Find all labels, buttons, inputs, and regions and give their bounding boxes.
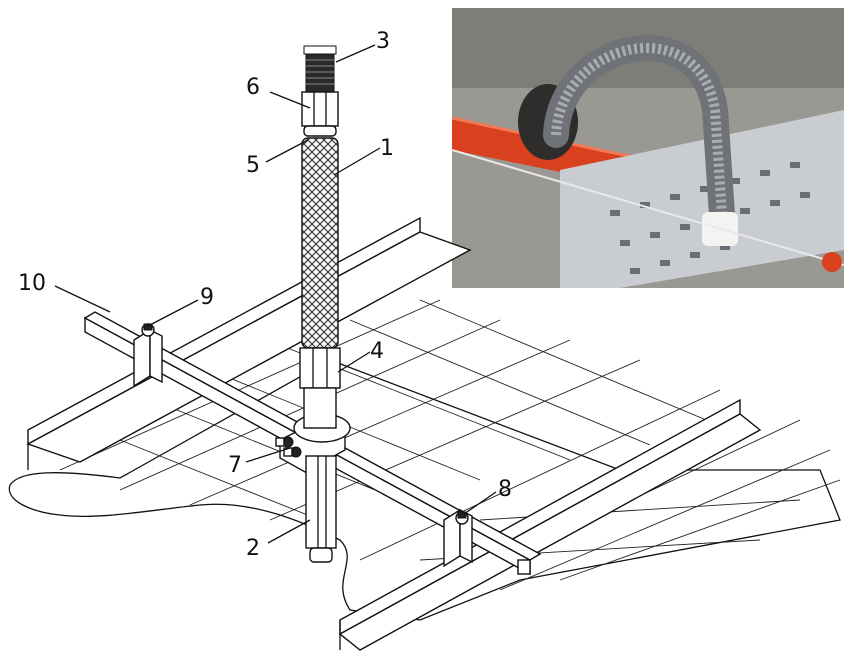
bracket-clip-left: [133, 323, 163, 388]
callout-4: 4: [370, 339, 384, 364]
callout-2: 2: [246, 536, 260, 561]
fixing-screws: [275, 436, 302, 458]
callout-7: 7: [228, 453, 242, 478]
callout-3: 3: [376, 29, 390, 54]
outlet-nipple: [305, 455, 337, 563]
callout-labels: 1 2 3 4 5 6 7 8 9 10: [18, 29, 512, 561]
inlet-threaded-end: [303, 45, 337, 93]
gasket: [303, 125, 337, 137]
outlet-nut: [299, 347, 341, 429]
callout-1: 1: [380, 136, 394, 161]
bracket-clip-right: [443, 508, 473, 568]
callout-8: 8: [498, 477, 512, 502]
installation-photo: [452, 8, 844, 288]
callout-5: 5: [246, 153, 260, 178]
leader-lines: [54, 44, 497, 544]
callout-9: 9: [200, 285, 214, 310]
ceiling-rail-front: [338, 398, 762, 651]
braided-hose: [301, 137, 339, 349]
inlet-nut: [301, 91, 339, 127]
callout-10: 10: [18, 271, 46, 296]
callout-6: 6: [246, 75, 260, 100]
